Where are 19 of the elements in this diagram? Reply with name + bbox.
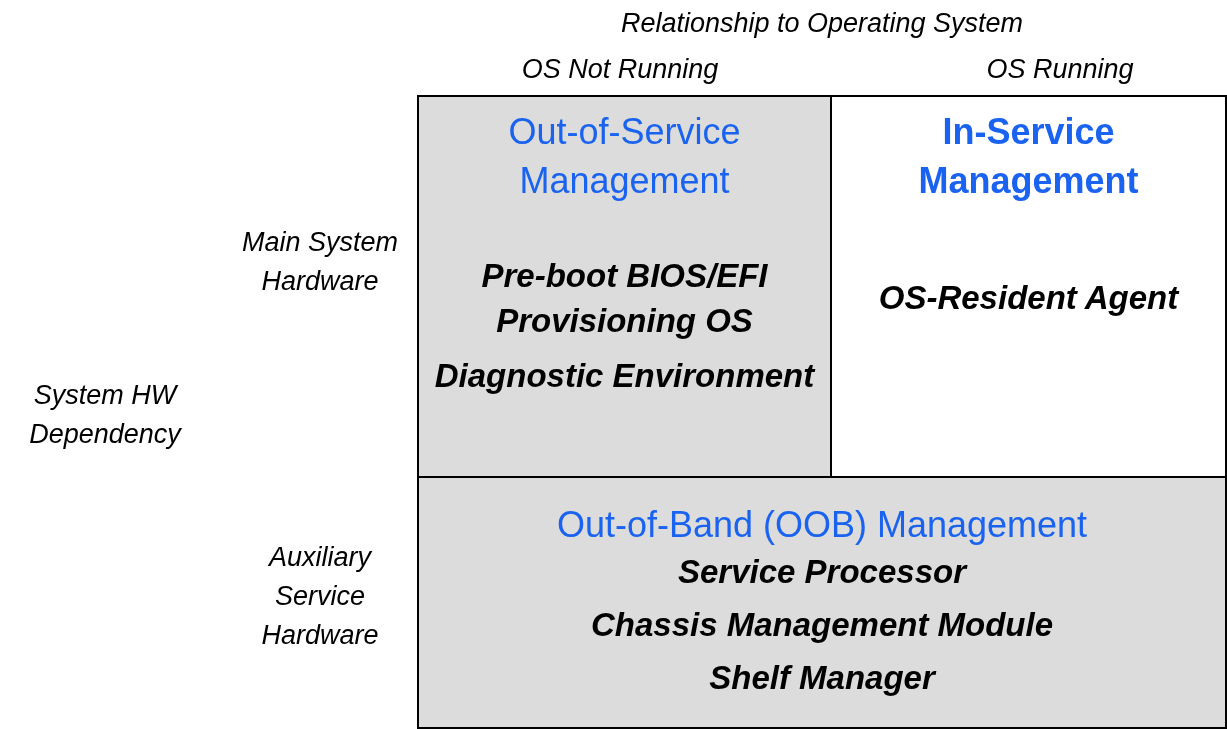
category-panel <box>417 476 1227 729</box>
item-text: Shelf Manager <box>708 658 938 698</box>
item-text: Pre-boot BIOS/EFI <box>480 256 769 296</box>
row-heading: Auxiliary Service Hardware <box>260 541 380 652</box>
panel-heading: Out-of-Band (OOB) Management <box>555 503 1089 547</box>
item-text: Service Processor <box>677 552 969 592</box>
item-text: Diagnostic Environment <box>433 356 817 396</box>
axis-title: System HW Dependency <box>28 379 183 451</box>
item-text: Provisioning OS <box>495 301 754 341</box>
column-heading: OS Running <box>985 53 1135 86</box>
axis-title: Relationship to Operating System <box>619 7 1025 40</box>
column-heading: OS Not Running <box>520 53 720 86</box>
item-text: OS-Resident Agent <box>877 278 1181 318</box>
row-heading: Main System Hardware <box>240 226 399 298</box>
item-text: Chassis Management Module <box>589 605 1055 645</box>
category-panel <box>417 95 832 478</box>
category-panel <box>830 95 1227 478</box>
panel-heading: In-Service Management <box>917 110 1140 203</box>
panel-heading: Out-of-Service Management <box>507 110 742 203</box>
